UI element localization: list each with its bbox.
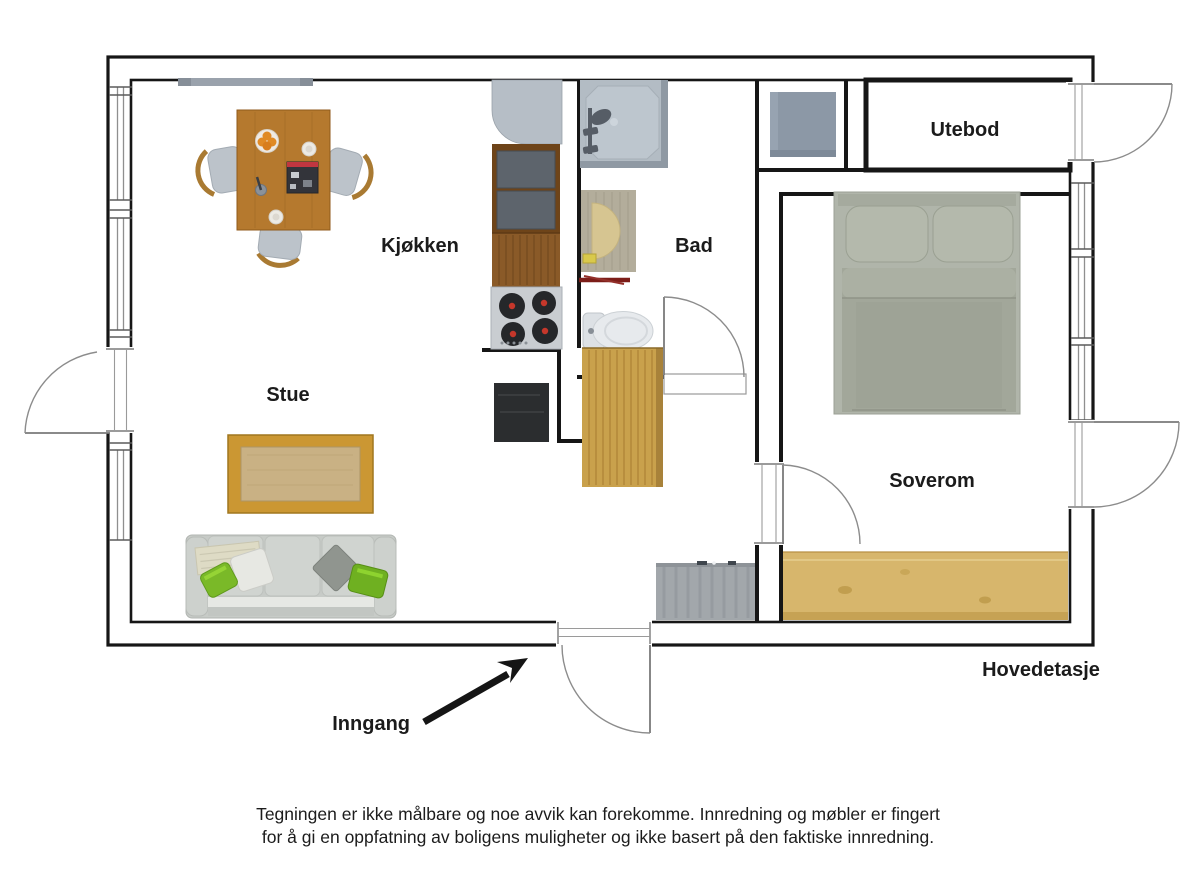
towel [583, 275, 625, 285]
doors [24, 82, 1180, 734]
room-label-storage: Utebod [931, 119, 1000, 141]
window-left-2 [109, 217, 132, 338]
stove [490, 286, 563, 350]
room-label-bathroom: Bad [675, 235, 713, 257]
pepper-mill [255, 176, 267, 196]
floor-label: Hovedetasje [982, 659, 1100, 681]
kitchen-counter [492, 144, 560, 288]
hallway [656, 92, 836, 620]
room-label-living-room: Stue [266, 384, 309, 406]
window-right-3 [1071, 344, 1094, 421]
toilet [582, 311, 654, 351]
sofa [185, 534, 397, 619]
hall-sideboard [656, 561, 755, 620]
plate [255, 129, 279, 153]
closet-dresser [770, 92, 836, 157]
pillow-green [347, 563, 389, 599]
wall-shelf [178, 78, 313, 86]
entrance-label: Inngang [332, 713, 410, 735]
pillow [932, 205, 1014, 263]
door-living-room [24, 347, 135, 434]
magazine [286, 161, 319, 194]
window-left-3 [109, 442, 132, 541]
sideboard-handle [697, 561, 707, 565]
living-room [178, 78, 397, 619]
window-right-2 [1071, 256, 1094, 339]
door-bedroom [752, 462, 861, 545]
coffee-table [227, 434, 374, 514]
bedroom-bench [783, 551, 1068, 620]
door-terrace [1066, 420, 1180, 509]
shower [580, 80, 668, 168]
bedroom [783, 191, 1068, 620]
double-bed [833, 191, 1021, 415]
vanity-sink [581, 190, 636, 272]
arrowhead [497, 658, 528, 683]
room-label-kitchen: Kjøkken [381, 235, 459, 257]
dining-table [236, 109, 331, 231]
door-entrance [556, 620, 652, 734]
window-right-1 [1071, 182, 1094, 250]
disclaimer-line-2: for å gi en oppfatning av boligens mulig… [262, 827, 934, 847]
window-left-1 [109, 86, 132, 211]
wall-kitchen-peninsula [482, 348, 582, 443]
pillow [845, 205, 929, 263]
bathroom-cabinet [582, 347, 663, 487]
entrance-arrow [422, 658, 528, 726]
pillow-green [200, 562, 238, 598]
fruit-bowl [257, 131, 277, 151]
door-bathroom [663, 296, 747, 395]
disclaimer-line-1: Tegningen er ikke målbare og noe avvik k… [256, 804, 940, 824]
soap-dish [582, 253, 597, 264]
shower-fixture [582, 108, 612, 154]
sideboard-handle [728, 561, 736, 565]
dining-chair [256, 224, 303, 268]
floor-mat [494, 383, 549, 442]
bathroom [579, 80, 668, 487]
kitchen-fridge [491, 79, 563, 145]
pillow-dark [312, 544, 360, 592]
kitchen [490, 79, 563, 442]
room-label-bedroom: Soverom [889, 470, 975, 492]
door-storage [1066, 82, 1173, 163]
interior-walls [482, 77, 1073, 622]
